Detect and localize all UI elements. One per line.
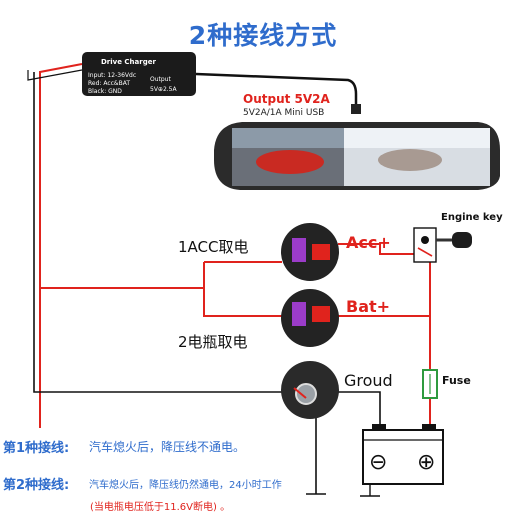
- bat-cn-label: 2电瓶取电: [178, 333, 248, 351]
- bat-fuse-tap: [281, 289, 339, 347]
- charger-output-value: 5V⊕2.5A: [150, 86, 177, 93]
- acc-label: Acc+: [346, 233, 391, 252]
- output-sub: 5V2A/1A Mini USB: [243, 108, 325, 118]
- rearview-mirror: [214, 122, 500, 190]
- black-wire-main: [27, 69, 83, 81]
- charger-input: Input: 12-36Vdc: [88, 72, 137, 79]
- charger-name: Drive Charger: [101, 58, 156, 66]
- charger-black: Black: GND: [88, 88, 122, 95]
- method2-note: (当电瓶电压低于11.6V断电) 。: [90, 502, 231, 513]
- usb-cable: [195, 72, 358, 108]
- car-battery: [362, 424, 444, 485]
- ground-tap: [281, 361, 339, 419]
- red-wire-acc-key: [338, 243, 414, 255]
- black-wire-ground: [33, 72, 282, 393]
- engine-key-label: Engine key: [441, 212, 503, 223]
- red-wire-bat: [338, 315, 431, 370]
- acc-fuse-tap: [281, 223, 339, 281]
- charger-box: [82, 52, 196, 96]
- output-label: Output 5V2A: [243, 92, 330, 106]
- bat-label: Bat+: [346, 297, 391, 316]
- method1-title: 第1种接线:: [3, 441, 70, 456]
- fuse-label: Fuse: [442, 374, 471, 387]
- method2-desc: 汽车熄火后，降压线仍然通电，24小时工作: [89, 480, 282, 491]
- method2-title: 第2种接线:: [3, 478, 70, 493]
- battery-plus-icon: ⊕: [417, 450, 436, 475]
- red-wire-main: [39, 63, 83, 428]
- ignition-switch: [413, 227, 472, 263]
- method1-desc: 汽车熄火后，降压线不通电。: [89, 440, 246, 454]
- battery-minus-icon: ⊖: [369, 450, 388, 475]
- red-wire-split: [203, 262, 282, 317]
- charger-output-label: Output: [150, 76, 171, 83]
- charger-red: Red: Acc&BAT: [88, 80, 131, 87]
- page-title: 2种接线方式: [188, 21, 338, 50]
- acc-cn-label: 1ACC取电: [178, 238, 249, 256]
- ground-label: Groud: [344, 371, 393, 390]
- black-wire-battery: [338, 391, 381, 430]
